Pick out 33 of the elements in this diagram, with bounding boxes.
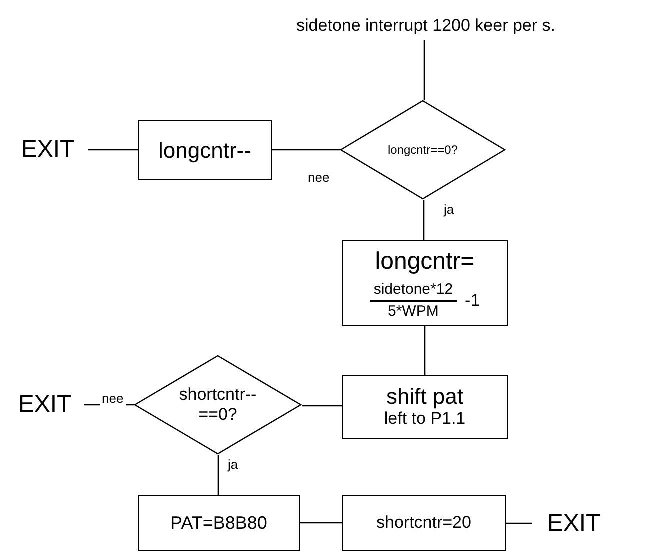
formula-text: -1 <box>465 290 480 312</box>
decision-diamond <box>134 355 302 455</box>
process-text: shift pat <box>386 385 464 409</box>
formula-text: longcntr= <box>375 247 475 277</box>
connector-line <box>300 522 342 524</box>
decision-text: shortcntr-- ==0? <box>178 385 258 425</box>
connector-line <box>506 522 532 524</box>
exit-label: EXIT <box>18 390 72 420</box>
exit-label: EXIT <box>547 509 601 539</box>
title-text: sidetone interrupt 1200 keer per s. <box>296 15 556 38</box>
denominator-text: 5*WPM <box>388 302 439 322</box>
connector-line <box>218 455 220 495</box>
edge-label: ja <box>442 202 456 218</box>
process-box <box>138 120 272 180</box>
process-text: PAT=B8B80 <box>170 512 268 534</box>
connector-line <box>424 40 426 100</box>
numerator-text: sidetone*12 <box>370 280 458 302</box>
decision-text: longcntr==0? <box>388 142 458 159</box>
process-text: left to P1.1 <box>384 409 466 429</box>
connector-line <box>302 405 342 407</box>
exit-label: EXIT <box>21 135 75 165</box>
connector-line <box>424 326 426 375</box>
edge-label: ja <box>226 457 240 473</box>
process-box <box>342 495 506 551</box>
process-text: shortcntr=20 <box>376 512 472 534</box>
decision-diamond <box>340 100 506 200</box>
process-box <box>342 375 508 439</box>
connector-line <box>272 149 340 151</box>
process-box <box>138 495 300 551</box>
process-text: longcntr-- <box>158 136 252 165</box>
connector-line <box>88 149 138 151</box>
process-box <box>342 240 508 326</box>
connector-line <box>423 200 425 240</box>
